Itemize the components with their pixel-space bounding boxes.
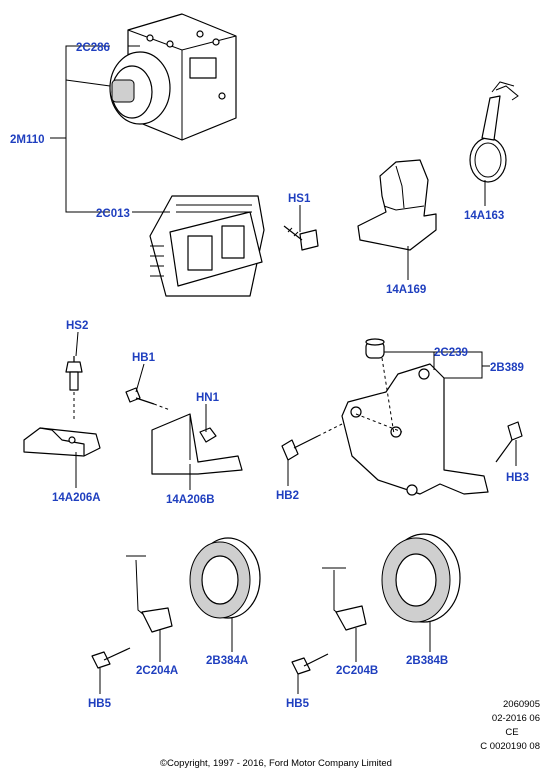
diagram-date: 02-2016 06 <box>492 713 540 724</box>
label-2b389: 2B389 <box>490 362 524 374</box>
label-14a206b: 14A206B <box>166 494 215 506</box>
bush-2c239 <box>365 338 385 359</box>
bolt-hb1 <box>125 387 171 411</box>
label-2c286: 2C286 <box>76 42 110 54</box>
nut-hn1 <box>199 427 217 443</box>
label-hb2: HB2 <box>276 490 299 502</box>
copyright-notice: ©Copyright, 1997 - 2016, Ford Motor Comp… <box>160 758 392 769</box>
label-hs1: HS1 <box>288 193 311 205</box>
bracket-14a206a <box>23 427 101 457</box>
diagram-ref: C 0020190 08 <box>480 741 540 752</box>
label-2b384b: 2B384B <box>406 655 448 667</box>
tone-ring-2b384a <box>189 537 261 619</box>
label-14a169: 14A169 <box>386 284 426 296</box>
tone-ring-2b384b <box>381 533 461 623</box>
label-2m110: 2M110 <box>10 134 45 146</box>
strap-14a163 <box>469 81 519 183</box>
bolt-hb5-left <box>91 647 131 669</box>
label-2c239: 2C239 <box>434 347 468 359</box>
bracket-2b389 <box>341 357 489 496</box>
label-hb5-left: HB5 <box>88 698 112 710</box>
abs-control-module <box>149 195 265 297</box>
stud-hs2 <box>65 356 83 420</box>
label-hb5-right: HB5 <box>286 698 310 710</box>
abs-hydraulic-unit <box>109 13 237 141</box>
label-2c013: 2C013 <box>96 208 130 220</box>
bolt-hb2 <box>281 423 343 461</box>
screw-hs1 <box>283 225 319 251</box>
clip-bracket-14a169 <box>357 159 437 251</box>
label-hb1: HB1 <box>132 352 156 364</box>
wheel-speed-sensor-2c204a <box>126 555 173 633</box>
label-hn1: HN1 <box>196 392 220 404</box>
bolt-hb3 <box>495 421 523 463</box>
bolt-hb5-right <box>291 653 329 675</box>
wheel-speed-sensor-2c204b <box>322 567 367 631</box>
leader-lines <box>50 45 517 694</box>
label-2c204a: 2C204A <box>136 665 178 677</box>
label-14a163: 14A163 <box>464 210 504 222</box>
label-hb3: HB3 <box>506 472 529 484</box>
label-hs2: HS2 <box>66 320 88 332</box>
bracket-14a206b <box>151 413 243 475</box>
label-14a206a: 14A206A <box>52 492 101 504</box>
diagram-code: 2060905 <box>503 699 540 710</box>
diagram-region: CE <box>505 727 518 738</box>
label-2c204b: 2C204B <box>336 665 378 677</box>
label-2b384a: 2B384A <box>206 655 248 667</box>
